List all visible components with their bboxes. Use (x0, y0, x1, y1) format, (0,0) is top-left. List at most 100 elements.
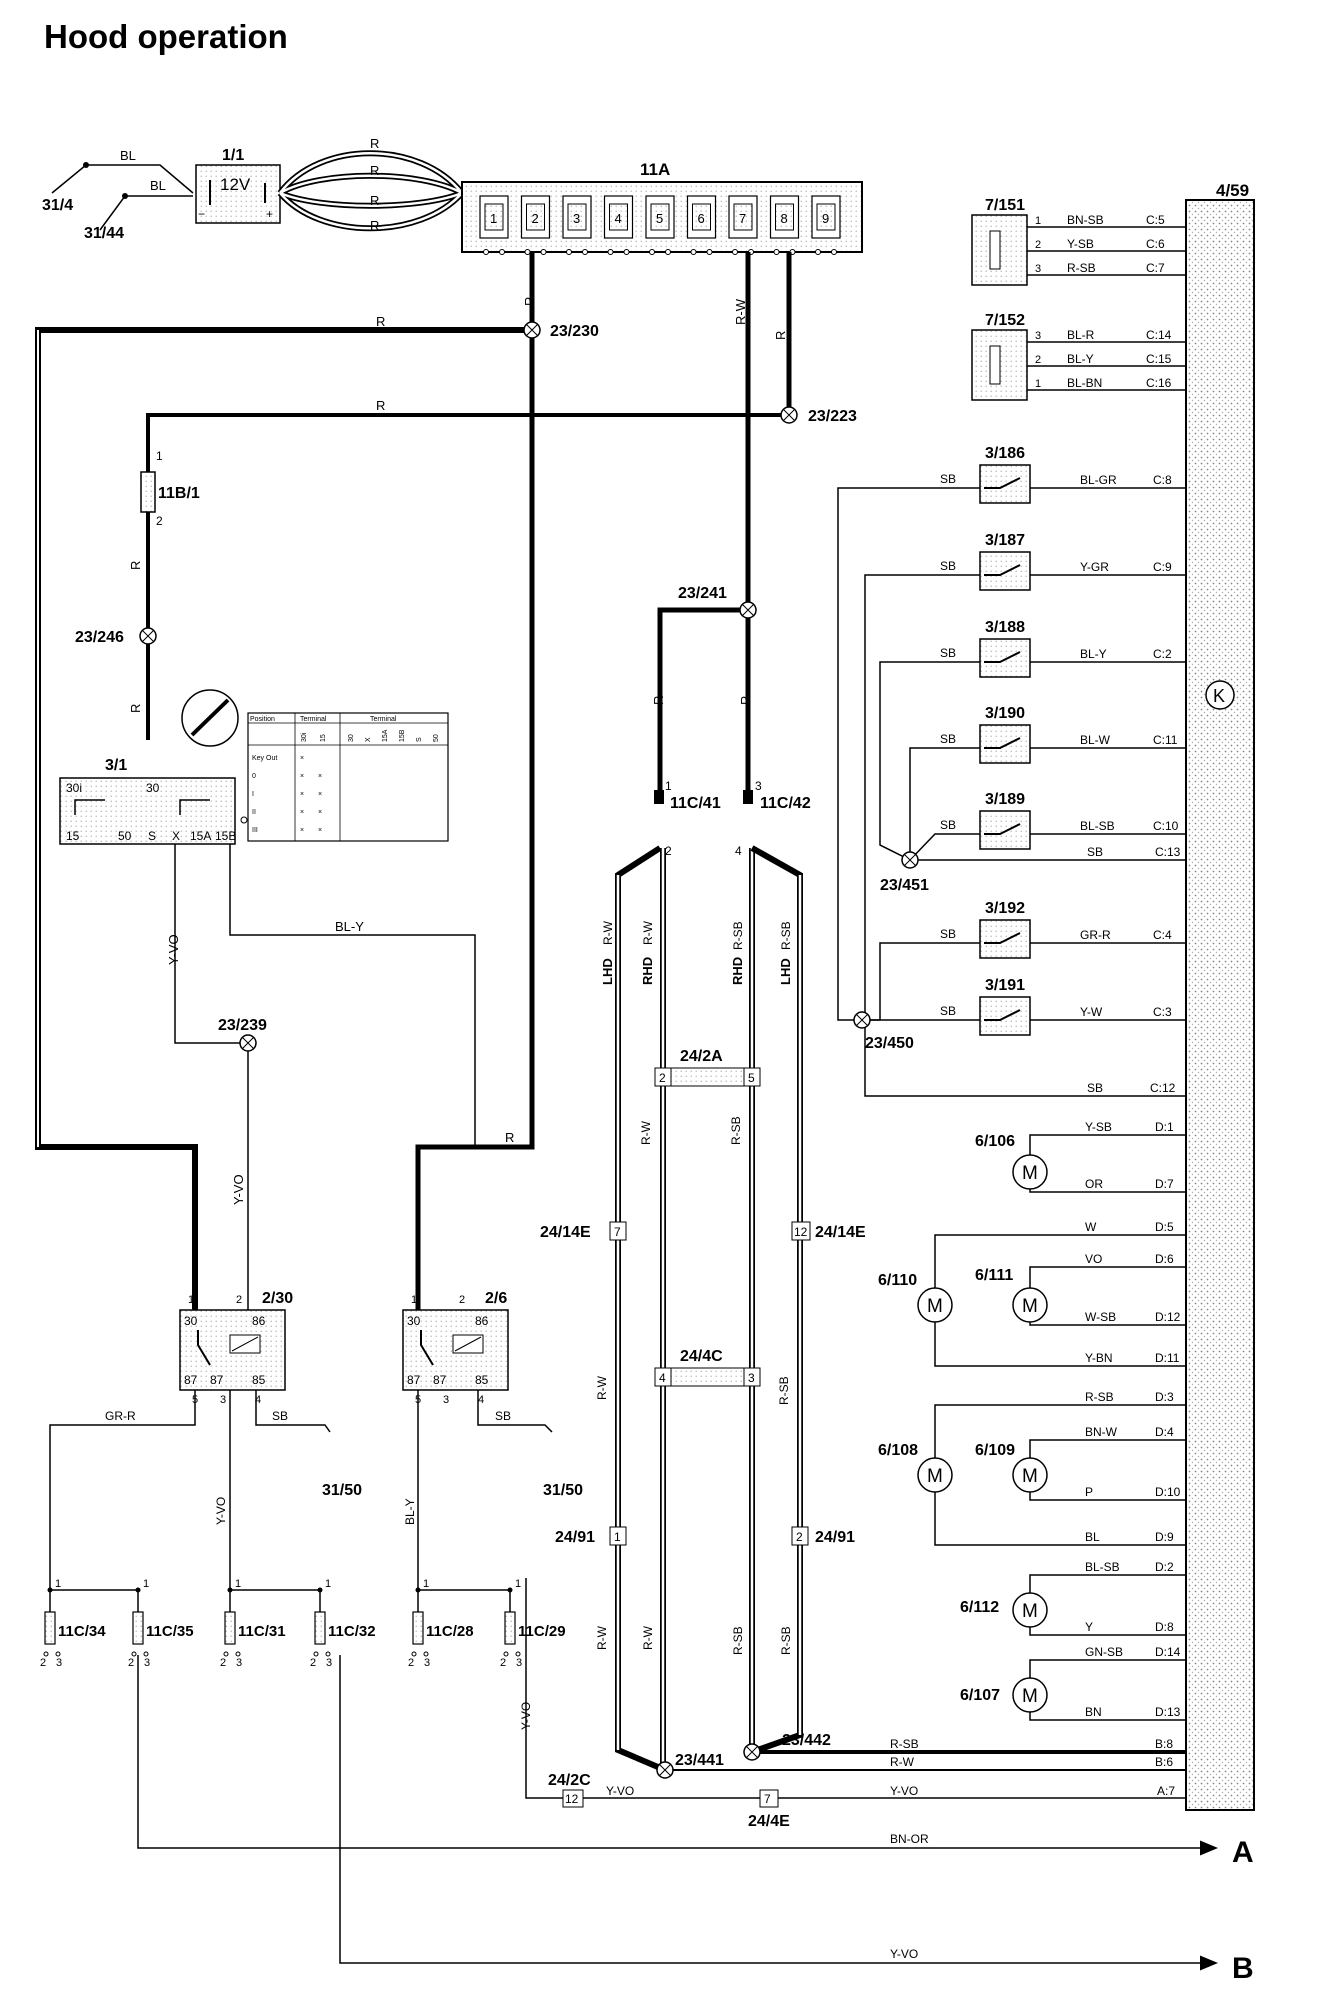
wire-label-r-1: R (370, 136, 379, 151)
svg-text:2: 2 (1035, 239, 1041, 251)
svg-text:2: 2 (532, 211, 539, 226)
svg-text:D:13: D:13 (1155, 1705, 1181, 1719)
svg-text:R-SB: R-SB (777, 1376, 791, 1405)
svg-text:5: 5 (656, 211, 663, 226)
svg-text:RHD: RHD (640, 957, 655, 985)
svg-text:2: 2 (408, 1657, 414, 1669)
svg-text:4: 4 (659, 1371, 666, 1385)
svg-text:1: 1 (411, 1294, 417, 1306)
svg-text:1: 1 (423, 1578, 429, 1590)
ecu-module: 4/59 K (1185, 181, 1255, 1811)
svg-text:Y-VO: Y-VO (231, 1174, 246, 1205)
svg-text:3/188: 3/188 (985, 619, 1025, 636)
svg-text:3: 3 (220, 1394, 226, 1406)
svg-text:SB: SB (1087, 845, 1103, 859)
svg-text:30i: 30i (66, 781, 82, 795)
svg-text:1: 1 (156, 449, 163, 463)
connector-24-2a: 2 5 24/2A (654, 1048, 761, 1087)
svg-text:12: 12 (565, 1792, 579, 1806)
svg-text:23/451: 23/451 (880, 877, 929, 894)
svg-text:R: R (738, 696, 753, 705)
svg-text:4: 4 (478, 1394, 484, 1406)
svg-text:Y-VO: Y-VO (519, 1702, 533, 1730)
svg-text:3: 3 (236, 1657, 242, 1669)
svg-text:11C/28: 11C/28 (426, 1623, 474, 1640)
svg-text:SB: SB (940, 646, 956, 660)
svg-text:R-W: R-W (890, 1755, 915, 1769)
svg-text:4: 4 (615, 211, 622, 226)
svg-text:×: × (300, 773, 304, 780)
svg-text:R-SB: R-SB (1067, 261, 1096, 275)
svg-text:31/50: 31/50 (322, 1482, 362, 1499)
svg-text:C:9: C:9 (1153, 560, 1172, 574)
svg-text:23/241: 23/241 (678, 585, 727, 602)
svg-text:C:5: C:5 (1146, 213, 1165, 227)
svg-text:23/441: 23/441 (675, 1752, 724, 1769)
connector-24-91-left: 1 24/91 (555, 1526, 627, 1546)
svg-text:3/1: 3/1 (105, 757, 127, 774)
fuse-slot-8: 8 (769, 195, 800, 255)
svg-text:×: × (300, 827, 304, 834)
svg-text:BL-Y: BL-Y (403, 1498, 417, 1525)
output-a: A (1232, 1836, 1254, 1869)
svg-text:SB: SB (940, 818, 956, 832)
svg-text:7: 7 (739, 211, 746, 226)
svg-text:C:2: C:2 (1153, 647, 1172, 661)
svg-text:15B: 15B (215, 829, 236, 843)
svg-text:3: 3 (326, 1657, 332, 1669)
svg-text:BL-SB: BL-SB (1080, 819, 1115, 833)
svg-text:C:7: C:7 (1146, 261, 1165, 275)
fuse-slot-7: 7 (728, 195, 758, 255)
svg-text:C:12: C:12 (1150, 1081, 1176, 1095)
svg-text:R-W: R-W (601, 920, 615, 945)
svg-text:31/50: 31/50 (543, 1482, 583, 1499)
svg-text:0: 0 (252, 773, 256, 780)
svg-text:BL-W: BL-W (1080, 733, 1111, 747)
svg-text:×: × (300, 755, 304, 762)
svg-text:24/2C: 24/2C (548, 1772, 591, 1789)
battery-section: 31/4 BL 31/44 BL 1/1 12V − + R R R R (42, 136, 465, 242)
svg-text:6/112: 6/112 (960, 1599, 999, 1616)
connector-24-91-right: 2 24/91 (791, 1526, 855, 1546)
splice-23-442: 23/442 (743, 1732, 831, 1761)
svg-text:SB: SB (1087, 1081, 1103, 1095)
svg-text:M: M (1022, 1466, 1038, 1487)
splice-23-223: 23/223 (780, 406, 857, 425)
svg-text:BL-SB: BL-SB (1085, 1560, 1120, 1574)
fuse-slot-3: 3 (562, 195, 592, 255)
svg-text:C:13: C:13 (1155, 845, 1181, 859)
output-b: B (1232, 1952, 1254, 1985)
svg-text:D:11: D:11 (1155, 1351, 1180, 1365)
svg-text:2: 2 (796, 1530, 803, 1544)
svg-text:BN-W: BN-W (1085, 1425, 1118, 1439)
svg-text:5: 5 (748, 1071, 755, 1085)
svg-text:C:6: C:6 (1146, 237, 1165, 251)
fuse-11b-1: 1 2 11B/1 (140, 449, 200, 528)
svg-text:2: 2 (128, 1657, 134, 1669)
svg-text:B:6: B:6 (1155, 1755, 1173, 1769)
svg-text:S: S (148, 829, 156, 843)
svg-text:D:4: D:4 (1155, 1425, 1174, 1439)
svg-text:×: × (318, 791, 322, 798)
connector-24-2c: 12 24/2C (548, 1772, 591, 1808)
svg-text:1: 1 (55, 1578, 61, 1590)
svg-text:D:9: D:9 (1155, 1530, 1174, 1544)
svg-text:23/230: 23/230 (550, 323, 599, 340)
svg-text:SB: SB (940, 559, 956, 573)
svg-text:R-SB: R-SB (1085, 1390, 1114, 1404)
svg-text:R-SB: R-SB (779, 1626, 793, 1655)
svg-text:50: 50 (118, 829, 132, 843)
svg-text:2: 2 (40, 1657, 46, 1669)
svg-text:11C/34: 11C/34 (58, 1623, 106, 1640)
svg-text:BL-R: BL-R (1067, 328, 1095, 342)
